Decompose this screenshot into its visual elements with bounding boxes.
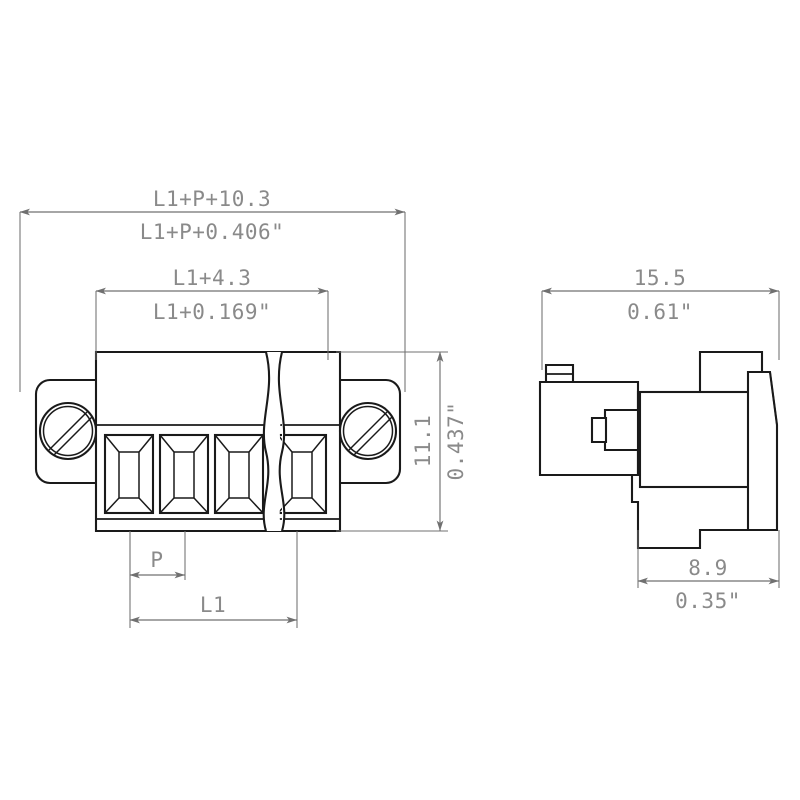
terminal-opening [158, 433, 210, 515]
dim-body-width-mm: L1+4.3 [173, 266, 252, 290]
dim-side-depth-mm: 8.9 [688, 556, 727, 580]
terminal-openings [103, 433, 328, 515]
side-pin-step-inner [590, 416, 608, 444]
side-view [538, 350, 779, 550]
dim-length-label: L1 [200, 593, 226, 617]
dim-body-width-in: L1+0.169" [153, 300, 271, 324]
dimension-overall-width: L1+P+10.3 L1+P+0.406" [19, 187, 406, 392]
dimension-length: L1 [129, 531, 298, 628]
dimension-side-width: 15.5 0.61" [541, 266, 780, 370]
dim-height-in: 0.437" [444, 402, 468, 481]
dim-height-mm: 11.1 [411, 415, 435, 468]
terminal-opening [276, 433, 328, 515]
dimension-body-width: L1+4.3 L1+0.169" [95, 266, 329, 360]
dim-overall-width-in: L1+P+0.406" [140, 220, 285, 244]
terminal-opening [103, 433, 155, 515]
left-mounting-screw [38, 401, 98, 461]
terminal-opening [213, 433, 265, 515]
dim-side-width-mm: 15.5 [634, 266, 687, 290]
dim-side-depth-in: 0.35" [675, 589, 741, 613]
dimension-pitch: P [129, 531, 186, 600]
dim-pitch-label: P [150, 548, 163, 572]
break-line [262, 351, 286, 532]
side-latch-flange [746, 370, 779, 532]
dimension-side-depth: 8.9 0.35" [637, 530, 780, 613]
side-body-inner-rect [638, 390, 752, 489]
dim-overall-width-mm: L1+P+10.3 [153, 187, 271, 211]
dimension-height: 11.1 0.437" [336, 351, 468, 532]
right-mounting-screw [338, 401, 398, 461]
front-view [34, 350, 402, 533]
dim-side-width-in: 0.61" [627, 300, 693, 324]
